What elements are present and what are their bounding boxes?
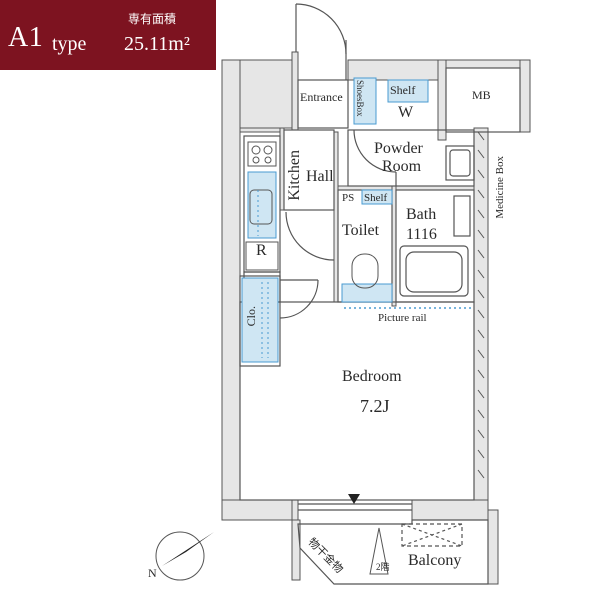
area-label: 専有面積 xyxy=(128,12,177,26)
label-washer: W xyxy=(398,104,414,121)
shelf-top-area xyxy=(387,79,429,103)
label-shelf-mid: Shelf xyxy=(364,192,388,204)
label-room: Room xyxy=(382,158,422,175)
label-medicine-box: Medicine Box xyxy=(494,156,506,219)
type-name: A1 xyxy=(8,22,44,53)
shelf-mid-area xyxy=(361,189,393,205)
shoes-box-area xyxy=(353,77,377,125)
label-toilet: Toilet xyxy=(342,222,380,239)
label-ps: PS xyxy=(342,192,355,204)
label-bath: Bath xyxy=(406,206,437,223)
type-suffix: type xyxy=(52,33,87,55)
closet-area xyxy=(241,277,279,363)
label-closet: Clo. xyxy=(244,306,258,327)
label-powder: Powder xyxy=(374,140,423,157)
wall-top-left xyxy=(239,59,293,129)
entry-marker xyxy=(348,494,360,504)
label-refrigerator: R xyxy=(256,242,267,259)
label-bedroom-size: 7.2J xyxy=(360,396,390,416)
kitchen-sink-area xyxy=(247,171,277,239)
label-bath-size: 1116 xyxy=(406,226,437,243)
toilet-shelf-area xyxy=(341,283,393,303)
label-north: N xyxy=(148,566,157,580)
area-value: 25.11m² xyxy=(124,33,190,55)
label-shoes-box: ShoesBox xyxy=(355,80,365,117)
plan-type-badge: A1 type 専有面積 25.11m² xyxy=(0,0,216,70)
label-shelf-top: Shelf xyxy=(390,83,416,97)
label-kitchen: Kitchen xyxy=(286,150,303,201)
label-picture-rail: Picture rail xyxy=(378,312,427,324)
label-mb: MB xyxy=(472,88,491,102)
wall-left xyxy=(221,59,241,521)
label-bedroom: Bedroom xyxy=(342,368,402,385)
wall-right xyxy=(473,127,489,511)
north-compass-icon xyxy=(155,531,214,581)
label-floor-2: 2階 xyxy=(376,562,390,572)
label-balcony: Balcony xyxy=(408,552,462,569)
label-hall: Hall xyxy=(306,168,334,185)
label-entrance: Entrance xyxy=(300,90,343,104)
